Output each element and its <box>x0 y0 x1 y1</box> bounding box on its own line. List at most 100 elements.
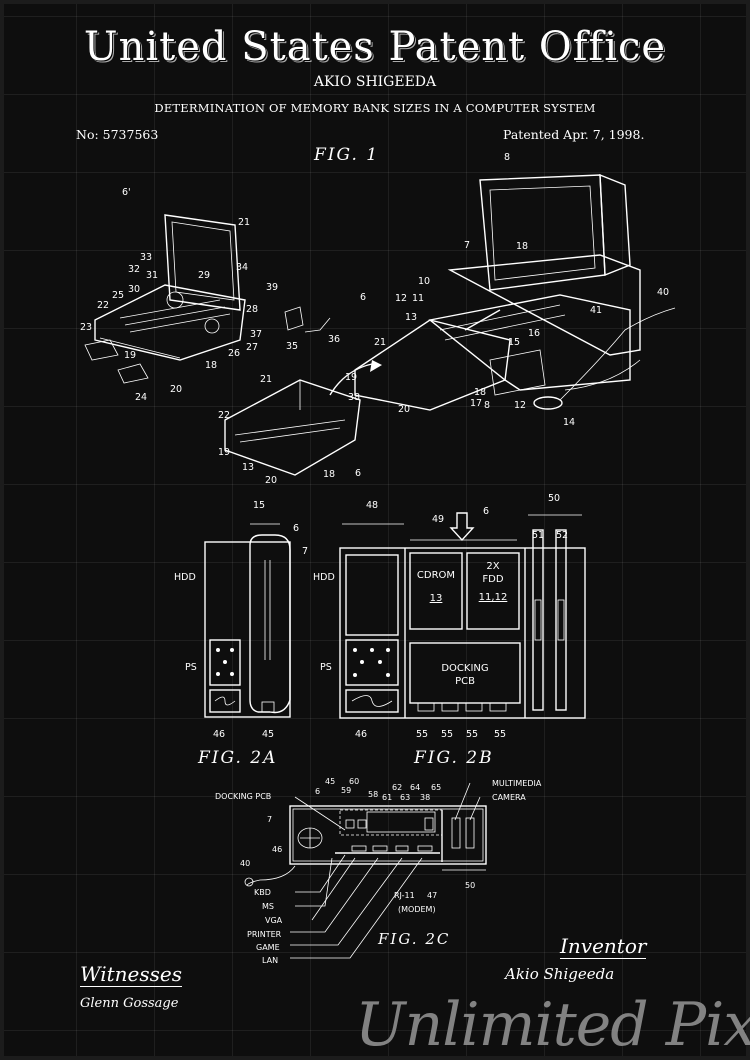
fig1-ref-label: 38 <box>348 392 360 403</box>
fig2c-ref-label: 59 <box>341 786 351 795</box>
fig2c-callout-label: MULTIMEDIA <box>492 779 542 788</box>
fig1-ref-label: 22 <box>218 410 230 421</box>
fig2c-ref-label: 38 <box>420 793 430 802</box>
fig2b-ref-label: 55 <box>494 729 506 740</box>
witness-signature: Glenn Gossage <box>80 996 179 1011</box>
cdrom-box-label: CDROM 13 <box>410 570 462 604</box>
fig2c-ref-label: 47 <box>427 891 437 900</box>
fig2c-ref-label: 45 <box>325 777 335 786</box>
fig2c-ref-label: 61 <box>382 793 392 802</box>
fig1-ref-label: 21 <box>374 337 386 348</box>
watermark: Unlimited Pixel <box>355 990 750 1060</box>
fdd-label: 2X FDD <box>482 561 504 585</box>
fig1-ref-label: 40 <box>657 287 669 298</box>
monitor <box>479 174 606 291</box>
fig2b-ref-label: 55 <box>441 729 453 740</box>
fig1-ref-label: 18 <box>205 360 217 371</box>
cdrom-ref: 13 <box>429 593 443 604</box>
fig2c-ref-label: 58 <box>368 790 378 799</box>
fig1-ref-label: 13 <box>405 312 417 323</box>
fig2c-ref-label: RJ-11 <box>394 891 415 900</box>
fig1-ref-label: 21 <box>238 217 250 228</box>
fig2b-ref-label: 50 <box>548 493 560 504</box>
fig1-ref-label: 18 <box>323 469 335 480</box>
fig1-ref-label: 24 <box>135 392 147 403</box>
fdd-ref: 11,12 <box>478 592 508 603</box>
fig1-ref-label: 20 <box>170 384 182 395</box>
fig2b-ref-label: 48 <box>366 500 378 511</box>
fig2a-ref-label: HDD <box>174 572 196 583</box>
fig2c-ref-label: 6 <box>315 787 320 796</box>
fig1-ref-label: 7 <box>464 240 470 251</box>
fig1-ref-label: 14 <box>563 417 575 428</box>
fig2a-ref-label: 45 <box>262 729 274 740</box>
fig2c-callout-label: KBD <box>254 888 271 897</box>
fig2a-ref-label: 46 <box>213 729 225 740</box>
fig2b-ref-label: 6 <box>483 506 489 517</box>
fig1-ref-label: 10 <box>418 276 430 287</box>
fig2a-ref-label: PS <box>185 662 197 673</box>
fig1-ref-label: 12 <box>395 293 407 304</box>
poster-title: United States Patent Office <box>83 24 667 70</box>
fig2b-ref-label: PS <box>320 662 332 673</box>
inventor-signature: Akio Shigeeda <box>505 965 615 983</box>
inventor-name: AKIO SHIGEEDA <box>313 74 437 90</box>
fig2c-callout-label: PRINTER <box>247 930 282 939</box>
fig2c-callout-label: CAMERA <box>492 793 526 802</box>
fig2c-callout-label: VGA <box>265 916 283 925</box>
fig2c-ref-label: 7 <box>267 815 272 824</box>
fig1-ref-label: 19 <box>345 372 357 383</box>
fig1-ref-label: 41 <box>590 305 602 316</box>
fig1-ref-label: 19 <box>124 350 136 361</box>
fig2b-ref-label: 52 <box>556 530 568 541</box>
fig1-ref-label: 33 <box>140 252 152 263</box>
fig1-ref-label: 16 <box>528 328 540 339</box>
fig2c-ref-label: 65 <box>431 783 441 792</box>
fig1-ref-label: 26 <box>228 348 240 359</box>
fig1-ref-label: 32 <box>128 264 140 275</box>
fig2c-callout-label: LAN <box>262 956 278 965</box>
fig1-ref-label: 39 <box>266 282 278 293</box>
fig2c-ref-label: 64 <box>410 783 420 792</box>
fdd-box-label: 2X FDD 11,12 <box>467 560 519 603</box>
witnesses-label: Witnesses <box>80 962 182 987</box>
fig1-ref-label: 6 <box>360 292 366 303</box>
fig2b-ref-label: 51 <box>532 530 544 541</box>
fig1-ref-label: 6' <box>122 187 131 198</box>
fig1-ref-label: 18 <box>516 241 528 252</box>
fig2b-ref-label: 46 <box>355 729 367 740</box>
fig2c-ref-label: 46 <box>272 845 282 854</box>
fig2c-callout-label: DOCKING PCB <box>215 792 271 801</box>
fig1-ref-label: 20 <box>398 404 410 415</box>
fig2c-callout-label: GAME <box>256 943 280 952</box>
fig2c-ref-label: 40 <box>240 859 250 868</box>
fig1-ref-label: 34 <box>236 262 248 273</box>
fig1-ref-label: 15 <box>508 337 520 348</box>
inventor-label: Inventor <box>560 934 647 959</box>
fig2a-ref-label: 7 <box>302 546 308 557</box>
laptop-base <box>94 284 246 361</box>
fig2c-ref-label: 62 <box>392 783 402 792</box>
fig1-ref-label: 8 <box>484 400 490 411</box>
fig2c-ref-label: 63 <box>400 793 410 802</box>
fig1-ref-label: 18 <box>474 387 486 398</box>
fig1-reference-labels: 6'21333231302522231924201826273735363429… <box>80 152 669 486</box>
fig1-ref-label: 30 <box>128 284 140 295</box>
fig2a-ref-label: 15 <box>253 500 265 511</box>
fig1-ref-label: 37 <box>250 329 262 340</box>
fig1-ref-label: 17 <box>470 398 482 409</box>
fig1-ref-label: 35 <box>286 341 298 352</box>
fig2c-ref-label: 60 <box>349 777 359 786</box>
fig2b-drawing <box>339 512 586 719</box>
fig1-ref-label: 6 <box>355 468 361 479</box>
fig2c-drawing <box>244 782 487 959</box>
fig1-ref-label: 27 <box>246 342 258 353</box>
fig1-ref-label: 25 <box>112 290 124 301</box>
fig2a-caption: FIG. 2A <box>198 748 278 768</box>
fig2b-caption: FIG. 2B <box>414 748 494 768</box>
fig1-caption: FIG. 1 <box>314 145 380 165</box>
fig1-drawing <box>84 173 676 476</box>
